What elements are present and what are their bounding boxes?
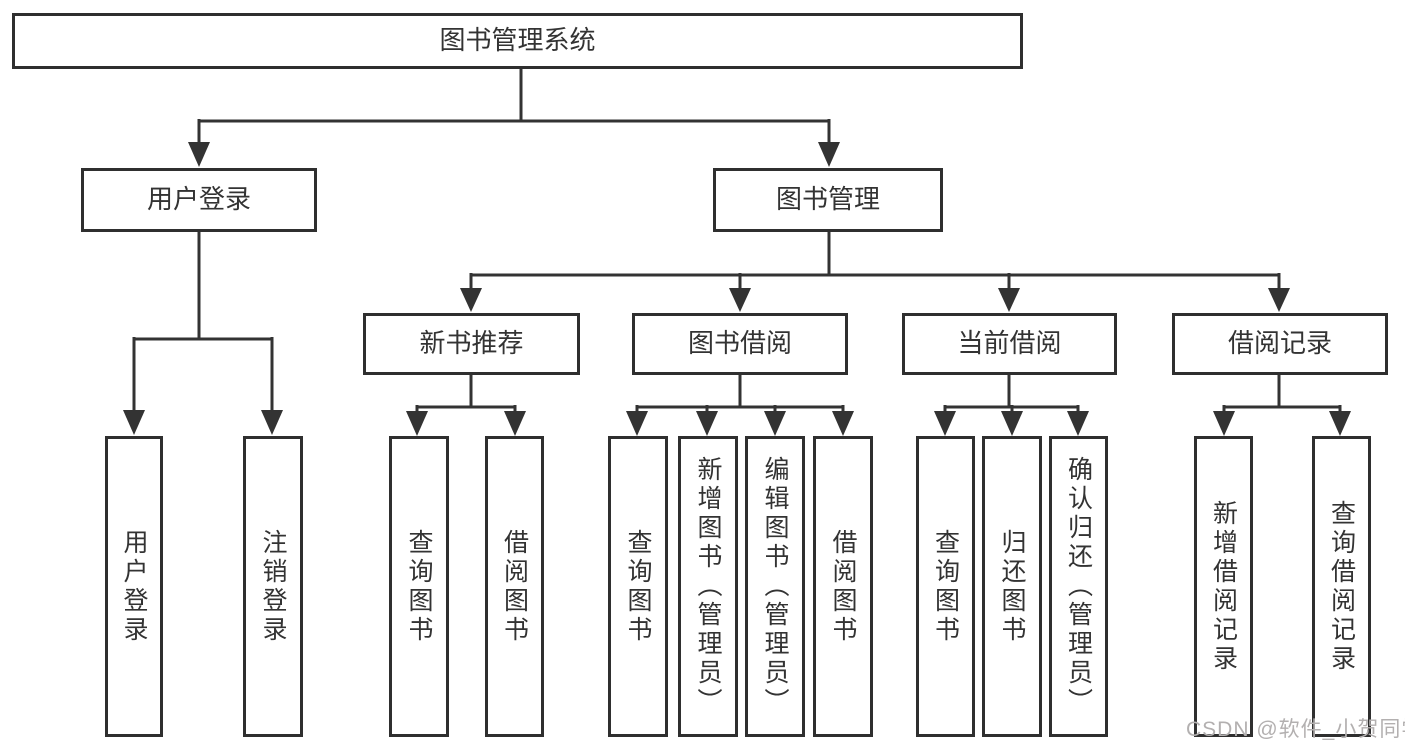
watermark-text: CSDN @软件_小贺同学 bbox=[1186, 718, 1405, 741]
leaf-edit-books-admin: 编辑图书（管理员） bbox=[745, 436, 805, 737]
leaf-add-borrow-record: 新增借阅记录 bbox=[1194, 436, 1253, 737]
leaf-confirm-return-admin: 确认归还（管理员） bbox=[1049, 436, 1108, 737]
node-user-login: 用户登录 bbox=[81, 168, 317, 232]
leaf-add-books-admin: 新增图书（管理员） bbox=[678, 436, 738, 737]
leaf-logout: 注销登录 bbox=[243, 436, 303, 737]
node-new-book-recommend: 新书推荐 bbox=[363, 313, 580, 375]
leaf-query-books-recommend: 查询图书 bbox=[389, 436, 449, 737]
leaf-query-books-borrowing: 查询图书 bbox=[608, 436, 668, 737]
node-book-management: 图书管理 bbox=[713, 168, 943, 232]
leaf-query-books-current: 查询图书 bbox=[916, 436, 975, 737]
leaf-borrow-books-recommend: 借阅图书 bbox=[485, 436, 544, 737]
leaf-user-login: 用户登录 bbox=[105, 436, 163, 737]
leaf-query-borrow-record: 查询借阅记录 bbox=[1312, 436, 1371, 737]
node-borrow-records: 借阅记录 bbox=[1172, 313, 1388, 375]
node-book-borrowing: 图书借阅 bbox=[632, 313, 848, 375]
node-root-system: 图书管理系统 bbox=[12, 13, 1023, 69]
leaf-borrow-books: 借阅图书 bbox=[813, 436, 873, 737]
leaf-return-books: 归还图书 bbox=[982, 436, 1042, 737]
node-current-borrowing: 当前借阅 bbox=[902, 313, 1117, 375]
